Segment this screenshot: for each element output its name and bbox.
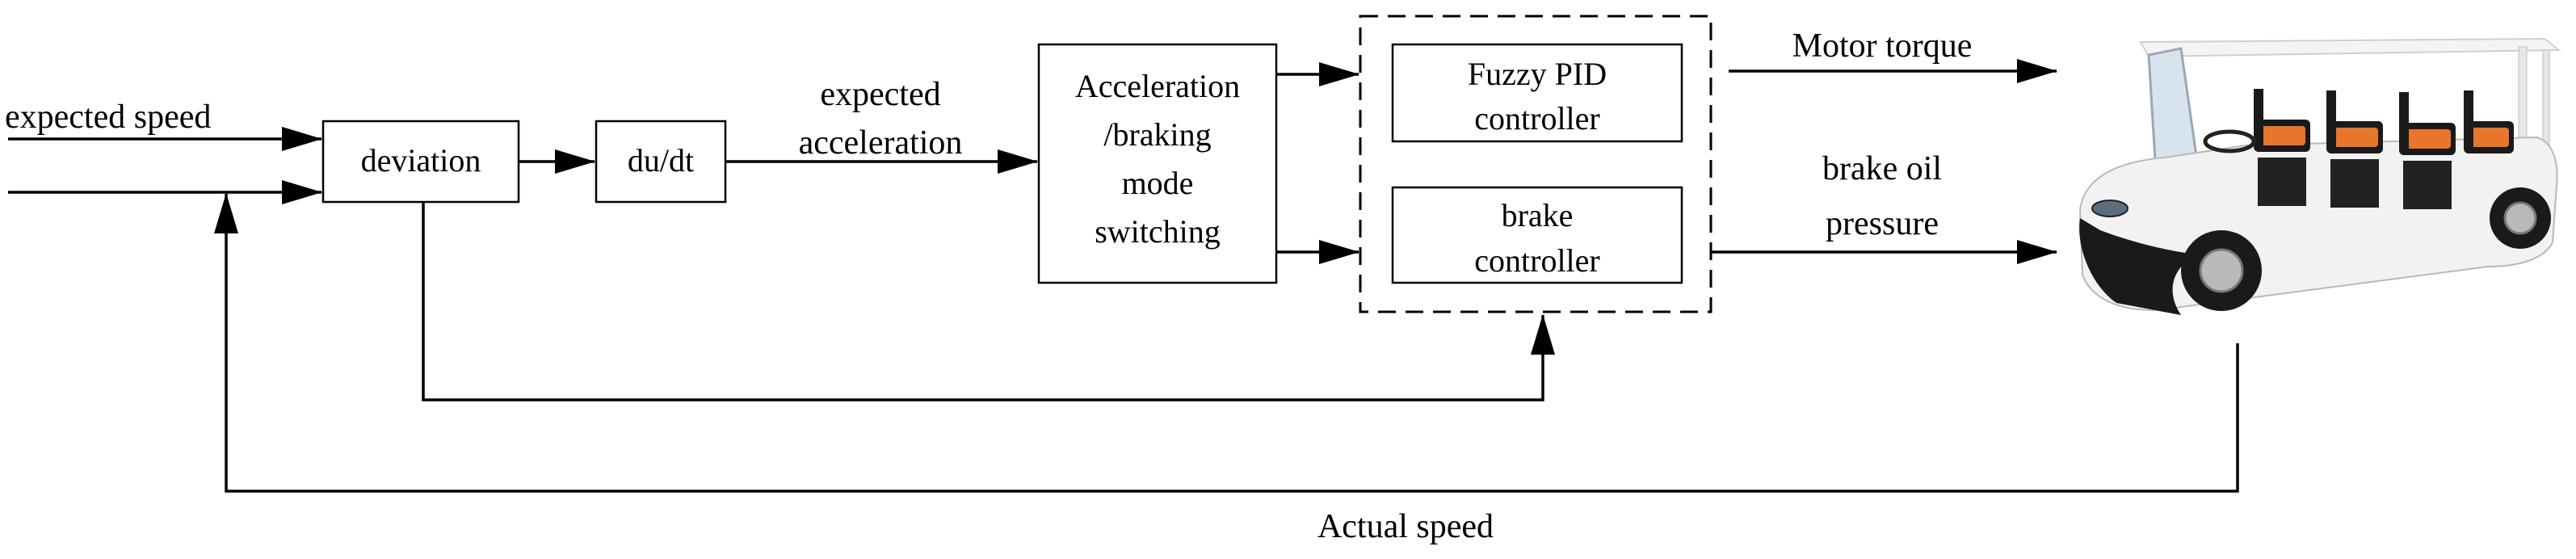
mode-switch-line-4: switching	[1095, 213, 1221, 250]
brake-controller-line-2: controller	[1474, 242, 1600, 279]
mode-switch-block: Acceleration /braking mode switching	[1037, 43, 1278, 284]
deviation-label: deviation	[361, 142, 481, 179]
deviation-block: deviation	[321, 120, 520, 204]
fuzzy-pid-line-2: controller	[1474, 100, 1600, 137]
mode-switch-line-3: mode	[1122, 165, 1194, 201]
fuzzy-pid-line-1: Fuzzy PID	[1468, 56, 1607, 92]
signal-lines	[8, 59, 2239, 493]
mode-switch-line-1: Acceleration	[1075, 68, 1240, 104]
brake-oil-pressure-label-1: brake oil	[1822, 150, 1942, 187]
fuzzy-pid-block: Fuzzy PID controller	[1391, 43, 1683, 143]
actual-speed-label: Actual speed	[1317, 508, 1494, 545]
brake-controller-block: brake controller	[1391, 186, 1683, 284]
mode-switch-line-2: /braking	[1103, 116, 1211, 153]
electric-shuttle-cart-icon	[2078, 37, 2561, 315]
derivative-label: du/dt	[628, 142, 694, 179]
deviation-to-controller-arrow	[422, 202, 1555, 401]
motor-torque-label: Motor torque	[1792, 27, 1973, 65]
expected-acceleration-label-1: expected	[820, 76, 940, 113]
derivative-block: du/dt	[595, 120, 727, 204]
brake-controller-line-1: brake	[1502, 197, 1574, 233]
actual-speed-feedback-arrow	[214, 193, 2239, 493]
controller-group-dashed	[1359, 15, 1712, 313]
brake-oil-pressure-label-2: pressure	[1826, 205, 1939, 242]
expected-acceleration-label-2: acceleration	[799, 124, 963, 162]
expected-speed-label: expected speed	[5, 99, 211, 136]
